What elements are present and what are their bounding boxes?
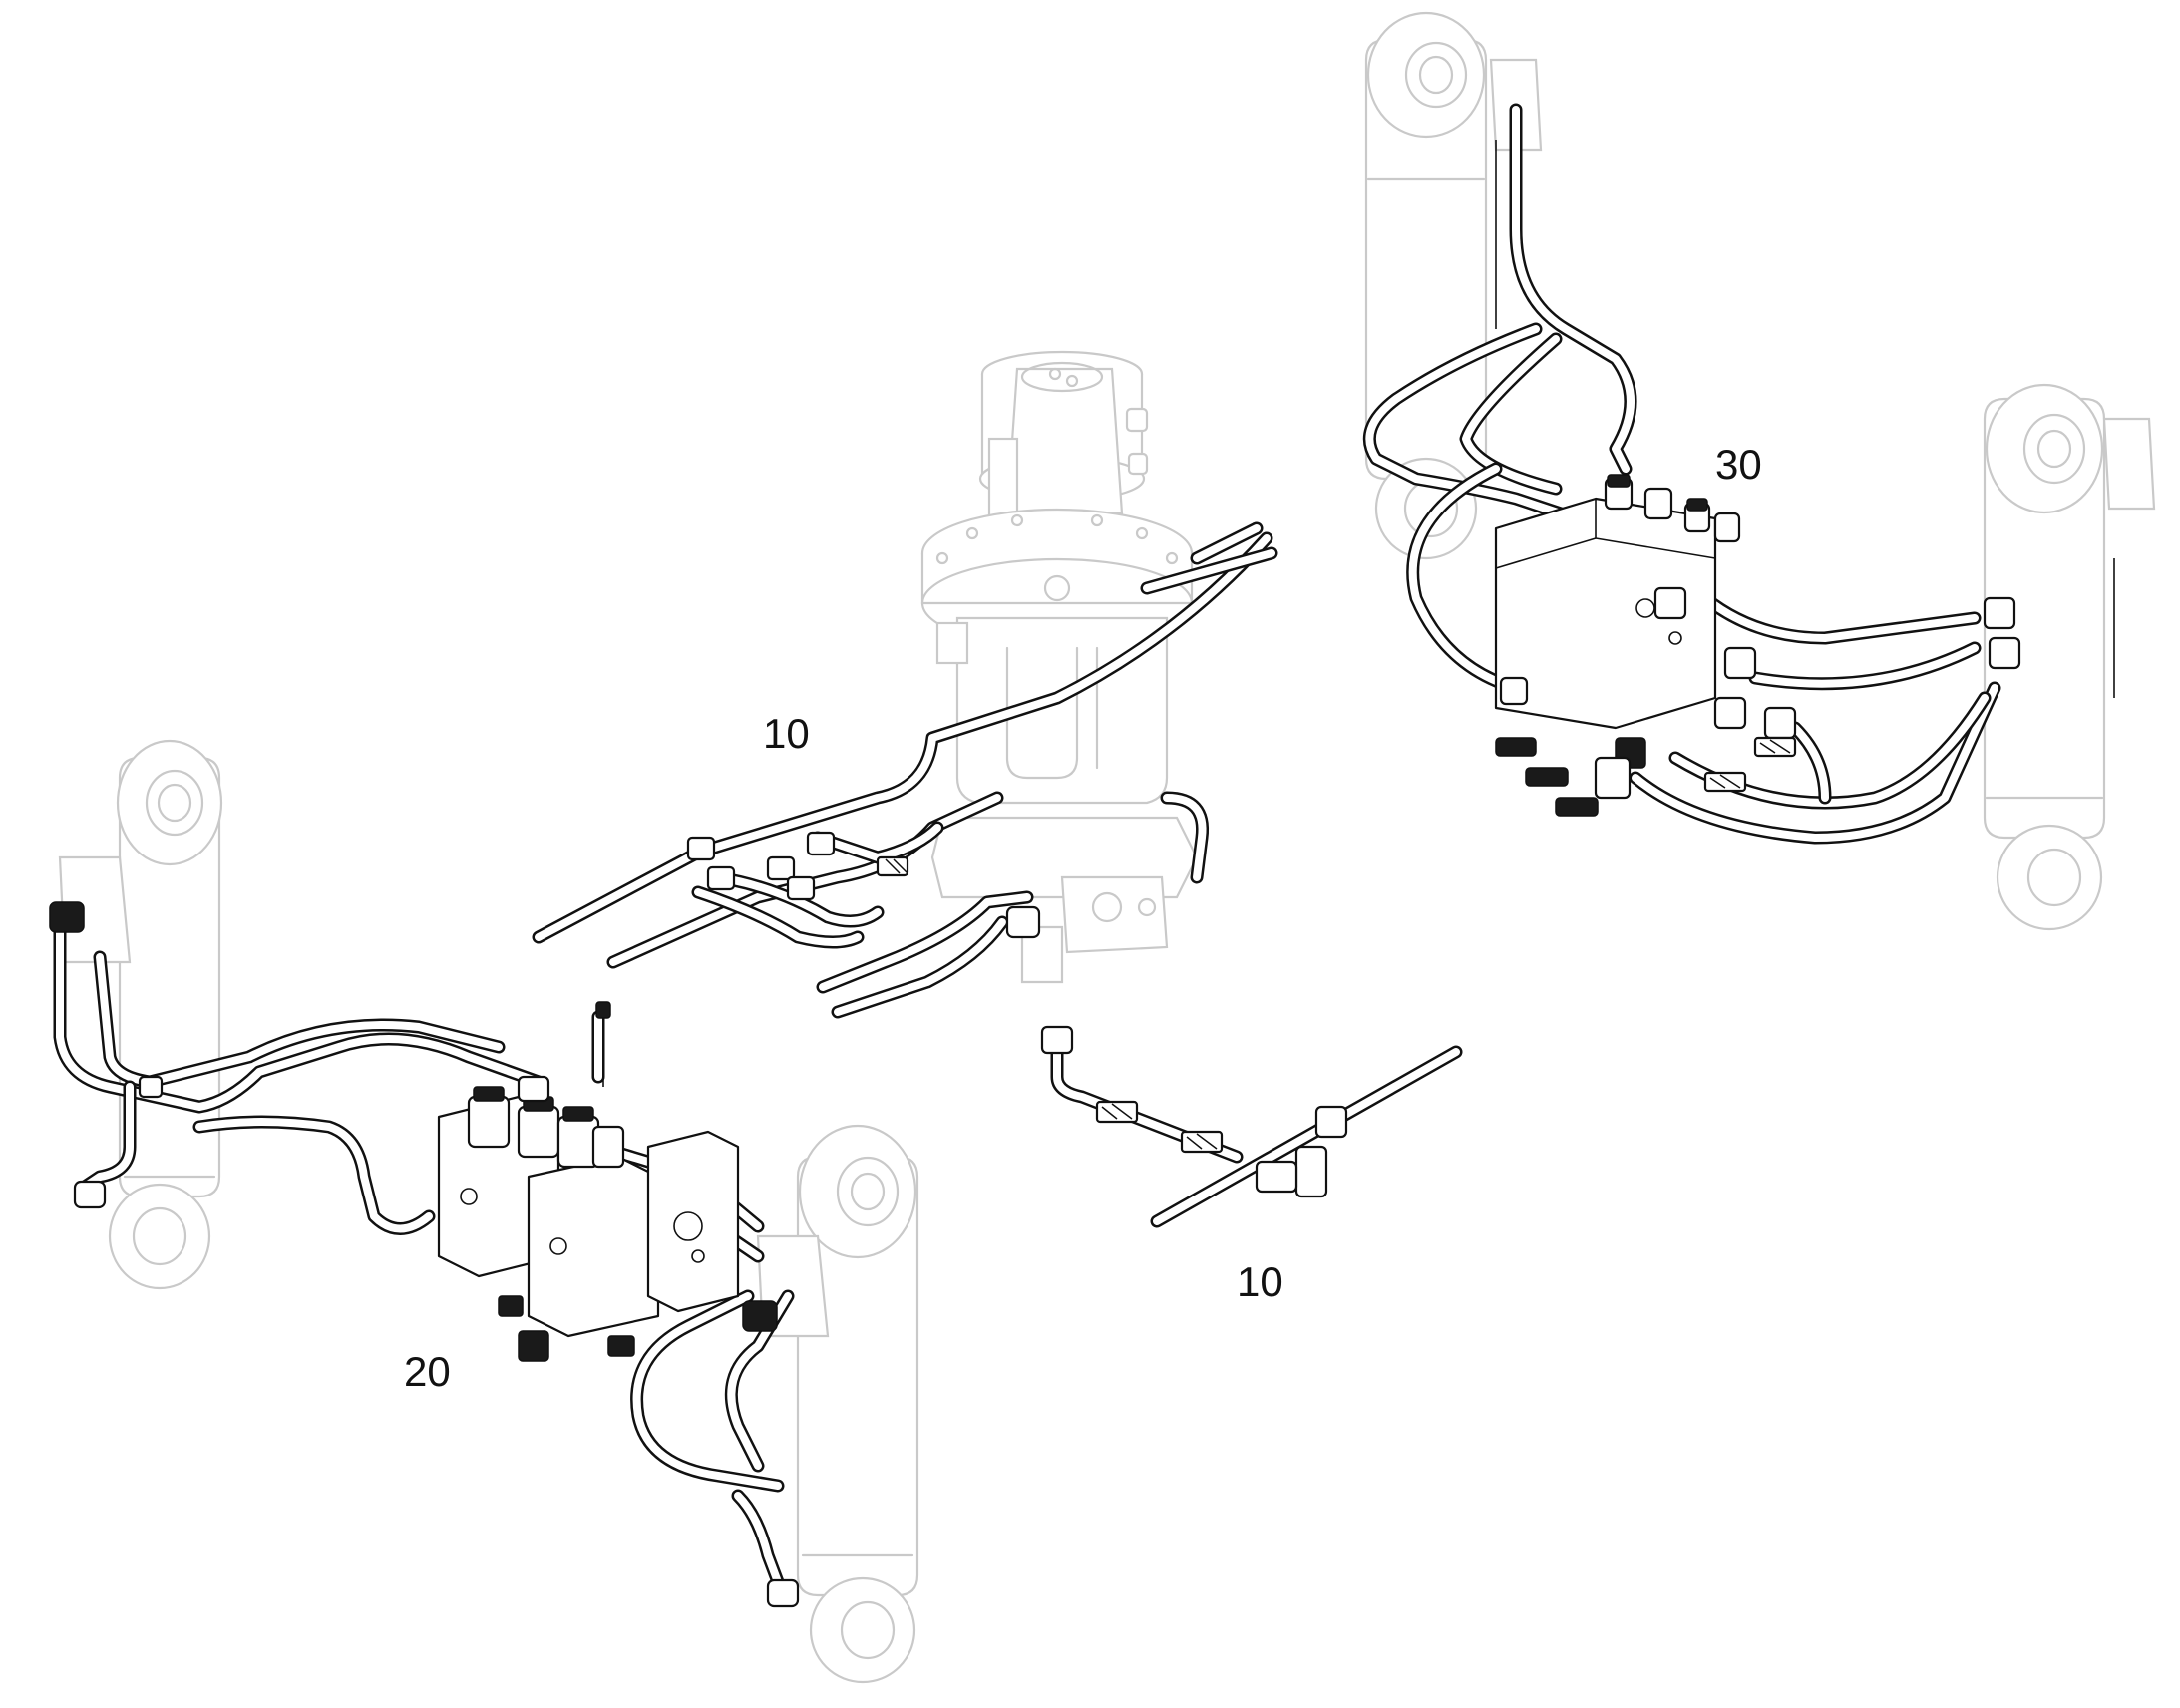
rotary-joint-unit: [920, 350, 1199, 984]
callout-valve-assembly-left: 20: [404, 1348, 451, 1395]
hydraulic-lines-upper: [532, 521, 1278, 1019]
valve-assembly-left: [49, 901, 800, 1608]
cylinder-right-inner: [1983, 383, 2156, 931]
valve-assembly-right: [1362, 103, 2115, 845]
cylinder-left-inner: [756, 1124, 919, 1684]
hydraulic-lines-lower: [1040, 1025, 1463, 1228]
callout-hydraulic-lines-lower: 10: [1237, 1258, 1283, 1305]
callout-valve-assembly-right: 30: [1715, 441, 1762, 488]
callout-hydraulic-lines-upper: 10: [763, 710, 810, 757]
